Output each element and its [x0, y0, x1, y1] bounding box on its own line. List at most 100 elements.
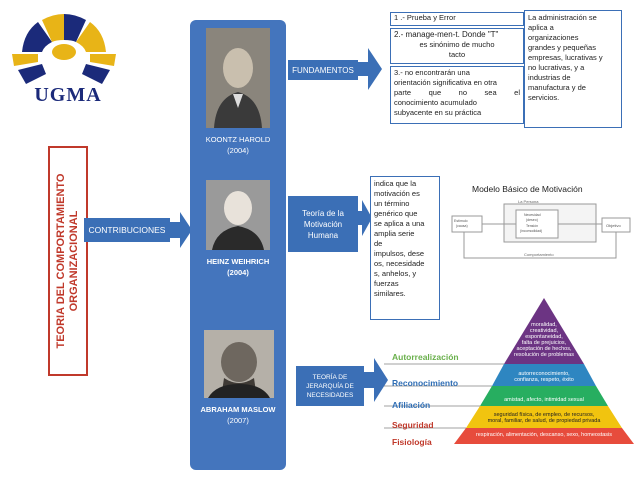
- pyramid-level-1: [504, 298, 584, 364]
- note-line3: organizaciones: [528, 33, 579, 42]
- weihrich-caption: HEINZ WEIHRICH (2004): [196, 256, 280, 278]
- level1-line: falta de prejuicios,: [521, 340, 567, 346]
- deseo-label: (deseo): [526, 218, 538, 222]
- ugma-logo: [12, 14, 116, 84]
- motiv-line: genérico que: [374, 209, 418, 218]
- pyramid-level-2: [492, 364, 596, 386]
- portrait-icon: [204, 330, 274, 398]
- koontz-name: KOONTZ HAROLD: [205, 135, 271, 144]
- motiv-line: fuerzas: [374, 279, 399, 288]
- note-line7: industrias de: [528, 73, 571, 82]
- level4-text: seguridad física, de empleo, de recursos…: [468, 412, 620, 424]
- weihrich-photo: [206, 180, 270, 250]
- maslow-photo: [204, 330, 274, 398]
- motivacion-definition: indica que la motivación es un término g…: [370, 176, 440, 320]
- level1-line: aceptación de hechos,: [516, 346, 572, 352]
- estimulo-sub: (causa): [456, 224, 468, 228]
- jerarquia-box: TEORÍA DE JERARQUÍA DE NECESIDADES: [296, 366, 364, 406]
- necesidad-label: Necesidad: [524, 213, 541, 217]
- main-title-line2: ORGANIZACIONAL: [68, 210, 80, 312]
- item3-line3: parte que no sea el: [394, 88, 520, 97]
- portrait-icon: [206, 28, 270, 128]
- koontz-year: (2004): [227, 146, 249, 155]
- tension-label: Tensión: [526, 224, 538, 228]
- label-autorrealizacion: Autorrealización: [392, 352, 459, 362]
- portrait-icon: [206, 180, 270, 250]
- item2-line2: es sinónimo de mucho: [419, 40, 495, 49]
- weihrich-name: HEINZ WEIHRICH: [206, 257, 270, 266]
- persona-label: La Persona: [518, 199, 539, 204]
- level3-text: amistad, afecto, intimidad sexual: [484, 397, 604, 403]
- note-line8: manufactura y de: [528, 83, 586, 92]
- item3-line5: subyacente en su práctica: [394, 108, 482, 117]
- note-line9: servicios.: [528, 93, 560, 102]
- motiv-line: similares.: [374, 289, 406, 298]
- item2-line1: 2.- manage-men-t. Donde "T": [394, 30, 499, 39]
- fundamentos-box: FUNDAMENTOS: [288, 60, 358, 80]
- koontz-photo: [206, 28, 270, 128]
- pyramid-level-4: [466, 406, 622, 428]
- motiv-line: indica que la: [374, 179, 417, 188]
- note-line4: grandes y pequeñas: [528, 43, 596, 52]
- estimulo-label: Estímulo: [454, 219, 468, 223]
- item3-line2: orientación significativa en otra: [394, 78, 497, 87]
- motiv-line: os, necesidade: [374, 259, 425, 268]
- level1-line: moralidad,: [531, 322, 557, 328]
- note-line6: no lucrativas, y a: [528, 63, 585, 72]
- motivacion-box: Teoría de la Motivación Humana: [288, 196, 358, 252]
- note-line5: empresas, lucrativas y: [528, 53, 603, 62]
- main-title-box: TEORIA DEL COMPORTAMIENTO ORGANIZACIONAL: [48, 146, 88, 376]
- item2-line3: tacto: [448, 50, 466, 59]
- level2-line: autorreconocimiento,: [518, 371, 570, 377]
- note-line2: aplica a: [528, 23, 554, 32]
- motiv-line: un término: [374, 199, 410, 208]
- item3-line4: conocimiento acumulado: [394, 98, 477, 107]
- motivacion-line3: Humana: [307, 230, 339, 240]
- level3-line: amistad, afecto, intimidad sexual: [504, 397, 584, 403]
- level1-line: resolución de problemas: [514, 352, 574, 358]
- arrow-right-icon: [362, 358, 388, 402]
- sunburst-icon: [12, 14, 116, 84]
- arrow-right-icon: [354, 200, 372, 236]
- motiv-line: de: [374, 239, 383, 248]
- level1-line: creatividad,: [529, 328, 559, 334]
- main-title: TEORIA DEL COMPORTAMIENTO ORGANIZACIONAL: [55, 174, 81, 349]
- pyramid-level-3: [480, 386, 608, 406]
- arrow-right-icon: [354, 48, 382, 90]
- modelo-title: Modelo Básico de Motivación: [472, 184, 583, 194]
- fundamento-item-2: 2.- manage-men-t. Donde "T" es sinónimo …: [390, 28, 524, 64]
- maslow-caption: ABRAHAM MASLOW (2007): [196, 404, 280, 426]
- fundamento-item-1: 1 .- Prueba y Error: [390, 12, 524, 26]
- main-title-line1: TEORIA DEL COMPORTAMIENTO: [55, 173, 67, 349]
- motiv-line: impulsos, dese: [374, 249, 425, 258]
- weihrich-year: (2004): [227, 268, 249, 277]
- maslow-name: ABRAHAM MASLOW: [200, 405, 276, 414]
- label-afiliacion: Afiliación: [392, 400, 431, 410]
- contribuciones-box: CONTRIBUCIONES: [84, 218, 170, 242]
- motiv-line: s, anhelos, y: [374, 269, 417, 278]
- jerarquia-line2: JERARQUÍA DE: [306, 382, 354, 390]
- pyramid-level-5: [454, 428, 634, 444]
- motivacion-line1: Teoría de la: [302, 208, 344, 218]
- label-seguridad: Seguridad: [392, 420, 434, 430]
- label-fisiologia: Fisiología: [392, 437, 432, 447]
- level1-text: moralidad, creatividad, espontaneidad, f…: [500, 322, 588, 358]
- label-reconocimiento: Reconocimiento: [392, 378, 459, 388]
- fundamento-item-3: 3.- no encontrarán una orientación signi…: [390, 66, 524, 124]
- level5-line: respiración, alimentación, descanso, sex…: [475, 432, 613, 438]
- level4-line: seguridad física, de empleo, de recursos…: [493, 412, 595, 418]
- arrow-right-icon: [168, 212, 192, 248]
- maslow-year: (2007): [227, 416, 249, 425]
- logo-text: UGMA: [34, 84, 102, 106]
- motivation-model-diagram: La Persona Estímulo (causa) Necesidad (d…: [451, 199, 631, 259]
- level2-line: confianza, respeto, éxito: [514, 377, 574, 383]
- level1-line: espontaneidad,: [525, 334, 563, 340]
- koontz-caption: KOONTZ HAROLD (2004): [196, 134, 280, 156]
- level2-text: autorreconocimiento, confianza, respeto,…: [496, 371, 592, 383]
- note-line1: La administración se: [528, 13, 597, 22]
- motiv-line: motivación es: [374, 189, 420, 198]
- level4-line: moral, familiar, de salud, de propiedad …: [487, 418, 601, 424]
- comportamiento-label: Comportamiento: [524, 252, 554, 257]
- incomodidad-label: (incomodidad): [520, 229, 542, 233]
- jerarquia-line3: NECESIDADES: [306, 391, 354, 399]
